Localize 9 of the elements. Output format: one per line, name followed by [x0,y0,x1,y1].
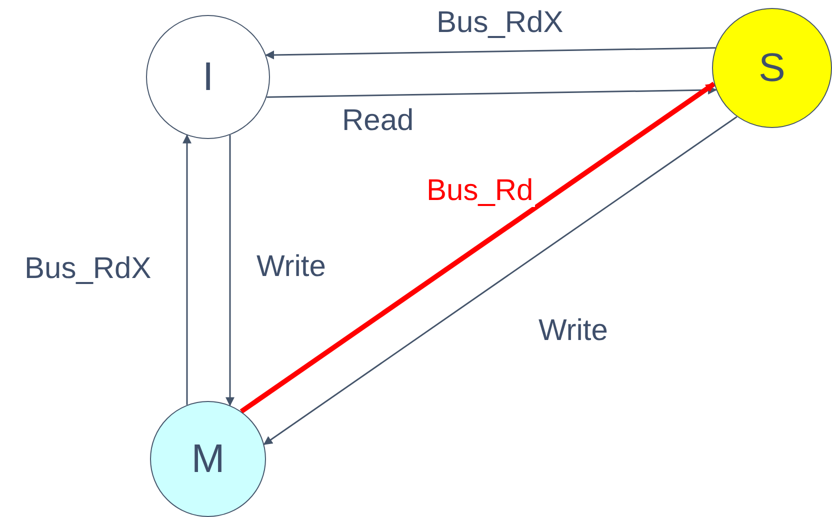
state-label: S [758,46,786,90]
transition-arrow [226,135,234,406]
transition-arrow [182,134,192,405]
transition-arrow [266,86,717,98]
transition-arrow [263,116,738,446]
transition-arrow [265,47,716,60]
transition-arrow [240,82,716,414]
state-label: I [202,54,214,100]
state-label: M [191,436,225,482]
